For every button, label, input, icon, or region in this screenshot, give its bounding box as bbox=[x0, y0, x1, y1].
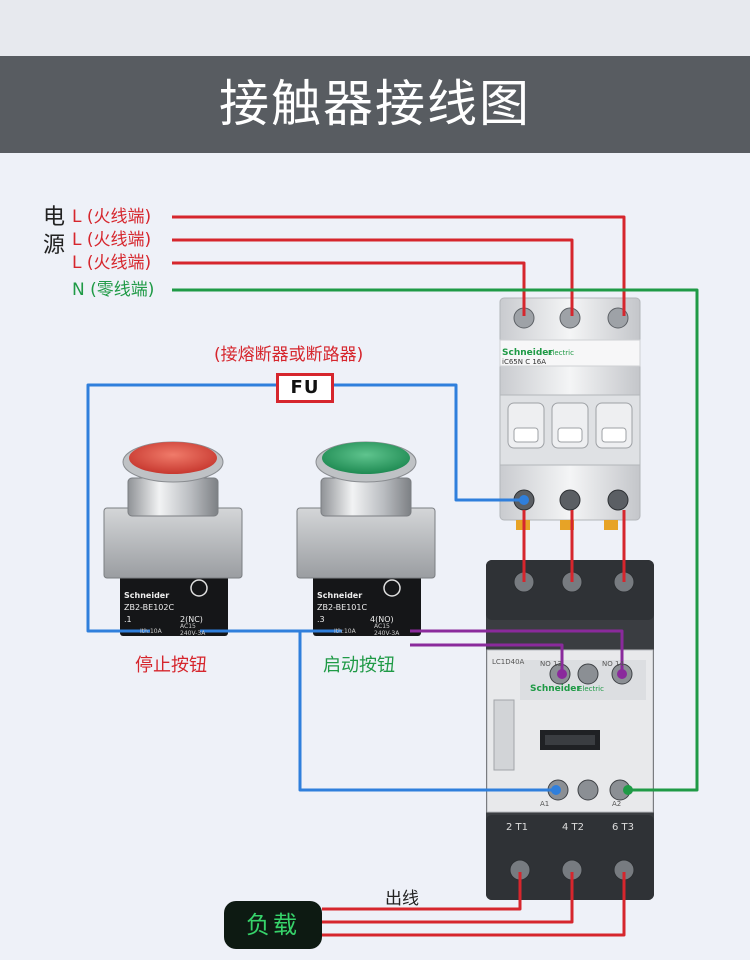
start-rating-3: 240V-3A bbox=[374, 630, 400, 637]
line-l2-text: (火线端) bbox=[86, 230, 152, 250]
stop-nc: 2(NC) bbox=[180, 615, 203, 624]
wire-load-2 bbox=[322, 872, 574, 924]
start-no: 4(NO) bbox=[370, 615, 394, 624]
device-text: Schneider Electric iC65N C 16A Schneider… bbox=[124, 348, 634, 833]
start-brand: Schneider bbox=[317, 591, 362, 600]
contactor bbox=[486, 560, 654, 900]
start-button-caption: 启动按钮 bbox=[323, 655, 395, 676]
wire-aux-low bbox=[410, 643, 564, 674]
contactor-t3: 6 T3 bbox=[612, 822, 634, 833]
title-band bbox=[0, 56, 750, 153]
contactor-aux-1: NO 13 bbox=[540, 660, 562, 668]
wire-load-1 bbox=[322, 872, 522, 911]
contactor-coil-1: A1 bbox=[540, 800, 549, 808]
source-label-2: 源 bbox=[43, 233, 66, 258]
stop-t1: .1 bbox=[124, 615, 132, 624]
line-n-letter: N bbox=[72, 280, 85, 300]
contactor-brand: Schneider bbox=[530, 684, 581, 694]
contactor-sub: Electric bbox=[578, 685, 604, 693]
line-l2-label: L (火线端) bbox=[72, 230, 151, 250]
circuit-breaker bbox=[499, 297, 641, 530]
wire-aux-top bbox=[410, 629, 624, 674]
breaker-model: iC65N C 16A bbox=[502, 358, 546, 366]
top-strip bbox=[0, 0, 750, 56]
line-l3-letter: L bbox=[72, 253, 82, 273]
breaker-sub: Electric bbox=[548, 349, 574, 357]
stop-rating-3: 240V-3A bbox=[180, 630, 206, 637]
start-rating-2: AC15 bbox=[374, 623, 390, 630]
source-label-1: 电 bbox=[43, 205, 66, 230]
contactor-model: LC1D40A bbox=[492, 658, 525, 666]
contactor-aux-2: NO 14 bbox=[602, 660, 624, 668]
stop-brand: Schneider bbox=[124, 591, 169, 600]
wires bbox=[86, 215, 699, 937]
breaker-brand: Schneider bbox=[502, 348, 553, 358]
stop-rating-1: Ith:10A bbox=[140, 628, 163, 635]
contactor-t1: 2 T1 bbox=[506, 822, 528, 833]
load-box: 负载 bbox=[224, 901, 322, 949]
wire-load-3 bbox=[322, 872, 626, 937]
fuse-caption: (接熔断器或断路器) bbox=[214, 345, 364, 365]
wire-start-coil bbox=[298, 629, 556, 792]
wire-l1 bbox=[172, 215, 626, 316]
line-l3-text: (火线端) bbox=[86, 253, 152, 273]
start-button-device bbox=[296, 441, 436, 636]
start-t3: .3 bbox=[317, 615, 325, 624]
line-n-text: (零线端) bbox=[90, 280, 155, 300]
wire-neutral bbox=[172, 288, 699, 792]
stop-button-device bbox=[103, 441, 243, 636]
page-title: 接触器接线图 bbox=[219, 75, 531, 133]
contactor-t2: 4 T2 bbox=[562, 822, 584, 833]
output-label: 出线 bbox=[385, 889, 419, 909]
line-l2-letter: L bbox=[72, 230, 82, 250]
stop-rating-2: AC15 bbox=[180, 623, 196, 630]
contactor-coil-2: A2 bbox=[612, 800, 621, 808]
line-n-label: N (零线端) bbox=[72, 280, 154, 300]
line-l3-label: L (火线端) bbox=[72, 253, 151, 273]
line-l1-text: (火线端) bbox=[86, 207, 152, 227]
start-rating-1: Ith:10A bbox=[334, 628, 357, 635]
wire-control-fuse bbox=[86, 383, 524, 633]
wire-terminals bbox=[519, 495, 633, 795]
line-l1-label: L (火线端) bbox=[72, 207, 151, 227]
start-model: ZB2-BE101C bbox=[317, 603, 367, 612]
stop-model: ZB2-BE102C bbox=[124, 603, 174, 612]
line-l1-letter: L bbox=[72, 207, 82, 227]
fuse-label: FU bbox=[276, 373, 334, 403]
wire-l3 bbox=[172, 261, 526, 316]
stop-button-caption: 停止按钮 bbox=[135, 655, 207, 676]
